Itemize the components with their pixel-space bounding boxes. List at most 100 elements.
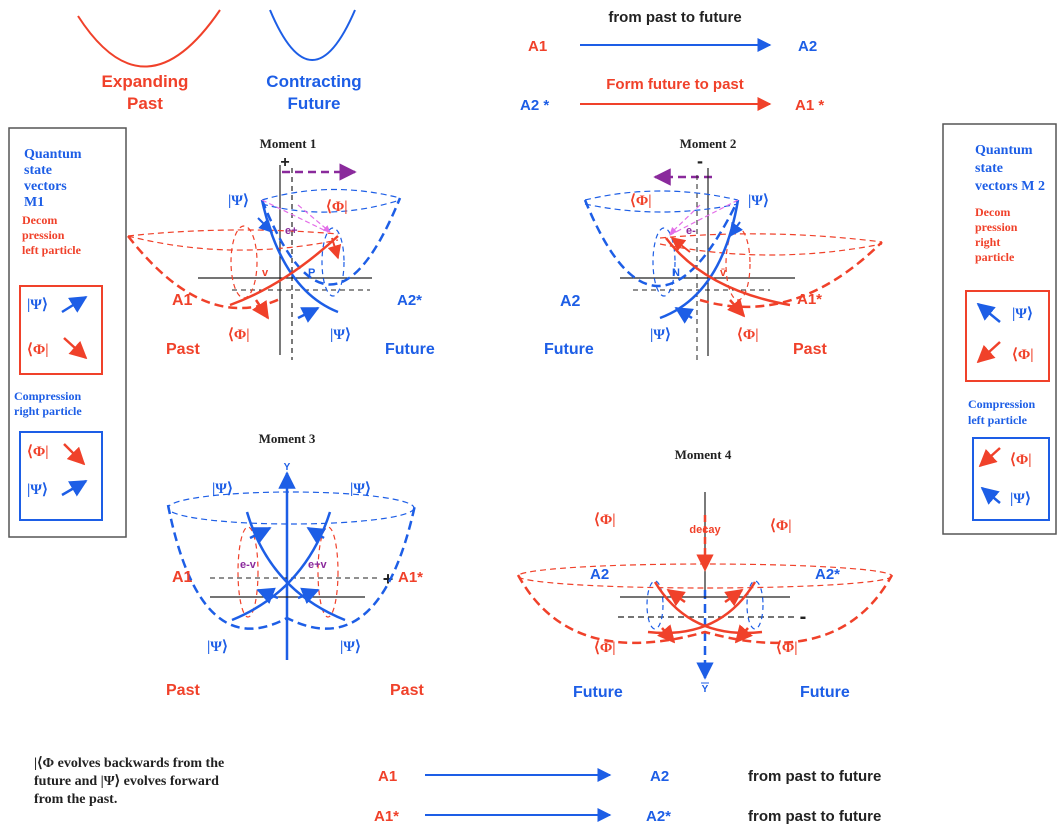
moment2-psi-top: |Ψ⟩: [748, 193, 769, 209]
left-decompression-3: left particle: [22, 243, 82, 257]
left-panel-frame: [8, 127, 127, 538]
left-decomp-psi-arrow: [61, 295, 88, 314]
moment1-blue-worldline: [260, 199, 339, 314]
expanding-past-label: Past: [127, 94, 163, 113]
moment3-title: Moment 3: [259, 431, 316, 446]
moment1-title: Moment 1: [260, 136, 317, 151]
left-compression-box: [19, 431, 103, 521]
moment4-right-loop: [746, 580, 764, 630]
moment1-e-plus: e+: [285, 225, 298, 237]
bottom-note: |⟨Φ evolves backwards from the future an…: [34, 756, 224, 807]
legend-future-to-past-label: Form future to past: [606, 76, 744, 93]
left-compression-2: right particle: [14, 404, 82, 418]
right-decompression-3: right: [975, 235, 1000, 249]
moment2-past-rim: [659, 233, 883, 243]
right-panel: Quantum state vectors M 2 Decom pression…: [942, 123, 1057, 535]
moment1-past-parabola: [127, 235, 283, 310]
moment3-arrow-ur: [306, 526, 326, 544]
legend-a1: A1: [528, 38, 547, 55]
right-decomp-psi-arrow: [976, 302, 1001, 323]
moment1-pink-link-1: [261, 199, 329, 233]
moment1-pink-link-2: [297, 204, 331, 233]
legend-a2-star: A2 *: [520, 97, 549, 114]
moment4-title: Moment 4: [675, 447, 732, 462]
moment4-arrow-lr: [734, 624, 753, 644]
moment4-outer-bowl: [516, 574, 894, 645]
moment2-future-loop: [652, 227, 676, 297]
right-decompression-1: Decom: [975, 205, 1010, 219]
moment2-v-bar: v̄: [720, 267, 727, 279]
moment1-red-arrow: [251, 299, 270, 320]
moment1-phi-bottom: ⟨Φ|: [228, 327, 250, 343]
moment1-phi-top: ⟨Φ|: [326, 199, 348, 215]
moment2-minus: -: [697, 151, 703, 171]
moment2-red-arrow-upper: [670, 237, 691, 253]
moment2-pink-link-1: [667, 199, 739, 237]
moment4-arrow-ll: [657, 624, 676, 644]
expanding-label: Expanding: [102, 72, 189, 91]
moment4-left-loop: [646, 580, 664, 630]
moment2-phi-bottom: ⟨Φ|: [737, 327, 759, 343]
moment3-a1: A1: [172, 569, 193, 586]
moment3-e-minus-v: e-v: [240, 559, 257, 571]
bottom-note-line-1: |⟨Φ evolves backwards from the: [34, 756, 224, 771]
left-panel-title-2: state: [24, 163, 52, 178]
moment3-psi-ur: |Ψ⟩: [350, 481, 371, 497]
moment2-future-rim-lower: [584, 203, 739, 213]
left-decomp-phi-arrow: [63, 337, 88, 360]
right-decomp-phi: ⟨Φ|: [1012, 347, 1034, 363]
right-decompression-4: particle: [975, 250, 1015, 264]
right-compression-2: left particle: [968, 413, 1028, 427]
moment3-past-left: Past: [166, 682, 200, 699]
moment2-blue-arrow-upper: [729, 221, 744, 238]
moment1-v: v: [262, 267, 269, 279]
right-decomp-psi: |Ψ⟩: [1012, 306, 1033, 322]
moment4-future-left: Future: [573, 684, 623, 701]
moment3-arrow-ul: [249, 526, 272, 543]
moment1-panel: Moment 1 + |Ψ⟩ ⟨Φ| e+ v P A1 A2*: [127, 136, 435, 360]
left-panel-title-1: Quantum: [24, 147, 82, 162]
moment2-past-parabola: [699, 241, 883, 309]
moment2-title: Moment 2: [680, 136, 737, 151]
moment1-p: P: [308, 267, 315, 279]
bottom-row1-label: from past to future: [748, 768, 881, 785]
moment2-future-rim: [584, 190, 739, 201]
moment3-psi-lr: |Ψ⟩: [340, 639, 361, 655]
moment2-red-arrow: [727, 298, 746, 318]
moment3-arrow-ll: [256, 587, 279, 604]
moment2-e-minus: e-: [686, 225, 696, 237]
moment3-a1-star: A1*: [398, 569, 423, 586]
contracting-future-label: Future: [288, 94, 341, 113]
right-panel-title-2: state: [975, 161, 1003, 176]
contracting-label: Contracting: [266, 72, 361, 91]
moment4-a2-star: A2*: [815, 566, 840, 583]
moment1-future: Future: [385, 341, 435, 358]
moment4-phi-lr: ⟨Φ|: [776, 640, 798, 656]
moment4-phi-ul: ⟨Φ|: [594, 512, 616, 528]
right-decomp-phi-arrow: [976, 341, 1001, 364]
moment2-past-rim-lower: [659, 243, 883, 256]
right-panel-title-1: Quantum: [975, 143, 1033, 158]
moment1-past-rim: [127, 229, 339, 237]
moment1-past-loop: [230, 225, 258, 299]
right-decompression-2: pression: [975, 220, 1018, 234]
moment1-psi-bottom: |Ψ⟩: [330, 327, 351, 343]
moment2-blue-arrow: [674, 306, 694, 324]
right-decompression-box: [965, 290, 1050, 382]
moment3-arrow-lr: [297, 587, 320, 604]
moment3-psi-ll: |Ψ⟩: [207, 639, 228, 655]
bottom-row2-to: A2*: [646, 808, 671, 825]
left-panel-title-4: M1: [24, 195, 44, 210]
left-panel-title-3: vectors: [24, 179, 67, 194]
moment2-past: Past: [793, 341, 827, 358]
moment3-plus: +: [383, 569, 394, 589]
moment4-arrow-ur: [724, 588, 744, 607]
moment2-phi-top: ⟨Φ|: [630, 193, 652, 209]
right-compression-1: Compression: [968, 397, 1035, 411]
moment2-a2: A2: [560, 293, 581, 310]
bottom-note-line-2: future and |Ψ⟩ evolves forward: [34, 774, 219, 789]
right-comp-phi: ⟨Φ|: [1010, 452, 1032, 468]
moment3-outer-bowl: [166, 504, 417, 630]
moment1-future-loop: [321, 227, 345, 297]
